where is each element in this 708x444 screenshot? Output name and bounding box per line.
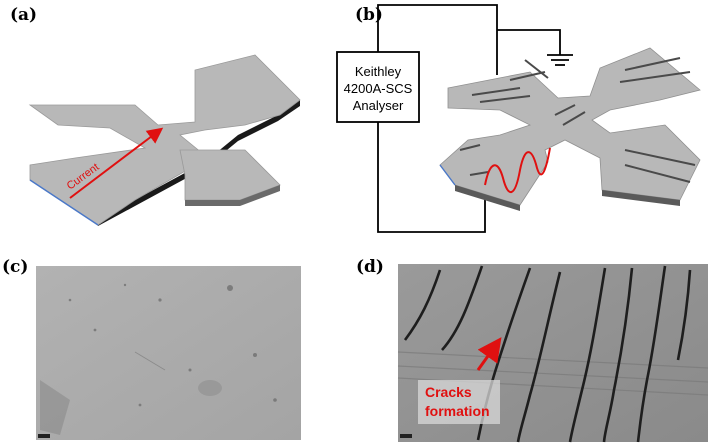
panel-a: (a) Current: [10, 5, 301, 226]
panel-c: (c): [2, 257, 301, 440]
micrograph-d: Cracks formation: [397, 264, 708, 443]
instrument-name-line3: Analyser: [353, 98, 404, 113]
panel-d: (d) Cracks for: [356, 257, 708, 443]
instrument-name-line2: 4200A-SCS: [344, 81, 413, 96]
crack-lines: [459, 57, 696, 183]
circuit-wires: [377, 4, 561, 233]
instrument-name-line1: Keithley: [355, 64, 402, 79]
annotation-line2: formation: [425, 403, 490, 419]
keithley-analyser-box: Keithley 4200A-SCS Analyser: [336, 51, 420, 123]
device-b: [439, 47, 701, 211]
panel-c-label: (c): [2, 257, 28, 277]
device-a: Current: [28, 54, 301, 226]
annotation-line1: Cracks: [425, 384, 472, 400]
current-arrow: [69, 127, 164, 199]
cracks-arrow: [476, 337, 502, 371]
annotation-box: [418, 380, 500, 424]
panel-a-label: (a): [10, 5, 37, 25]
panel-b: (b) Keithley 4200A-SCS Analyser: [336, 4, 701, 233]
panel-b-label: (b): [355, 5, 383, 25]
wavy-current-path: [484, 147, 551, 193]
ground-icon: [547, 54, 573, 66]
panel-d-label: (d): [356, 257, 384, 277]
micrograph-c: [36, 266, 301, 440]
